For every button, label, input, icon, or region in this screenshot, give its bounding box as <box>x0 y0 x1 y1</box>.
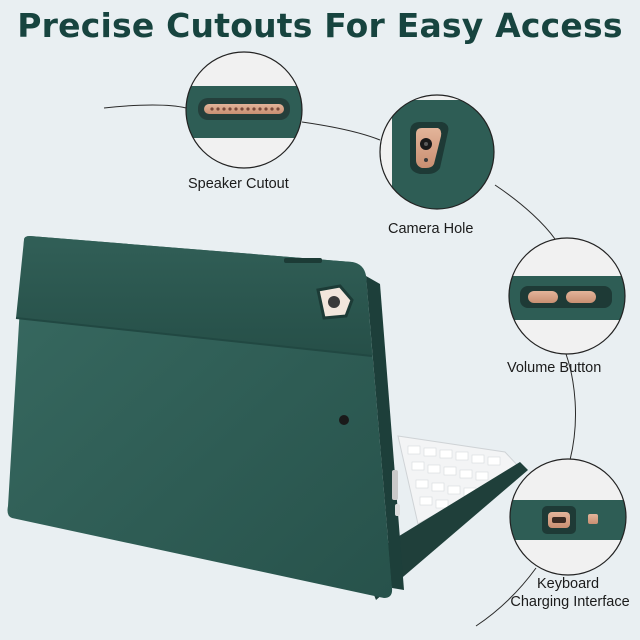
speaker-cutout-label: Speaker Cutout <box>188 176 289 192</box>
camera-hole-callout <box>379 94 495 210</box>
camera-hole-label: Camera Hole <box>388 221 474 237</box>
charging-label-line1: Keyboard <box>536 576 600 592</box>
keyboard <box>397 435 521 525</box>
volume-button-label: Volume Button <box>507 360 602 376</box>
keyboard-charging-callout <box>509 458 627 576</box>
charging-label-line2: Charging Interface <box>510 594 630 610</box>
volume-button-callout <box>508 237 626 355</box>
page-headline: Precise Cutouts For Easy Access <box>17 6 623 45</box>
tablet-case <box>7 236 404 598</box>
callout-leader-lines <box>103 104 576 627</box>
speaker-cutout-callout <box>185 51 303 169</box>
